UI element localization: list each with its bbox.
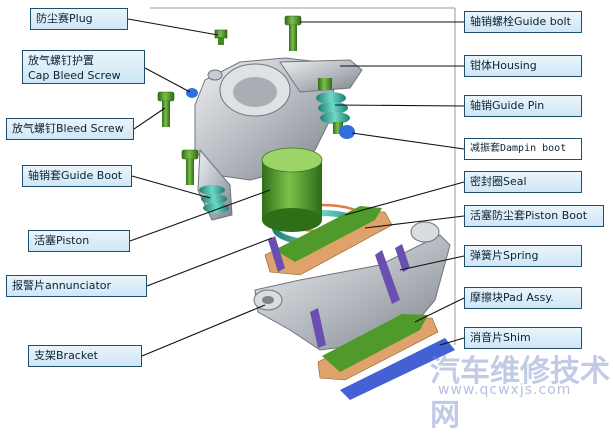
label-pad-assy: 摩擦块Pad Assy.: [464, 287, 582, 309]
plug-part: [214, 29, 228, 45]
guide-bolt-top: [284, 15, 302, 51]
shim-part: [340, 338, 455, 400]
label-guide-pin: 轴销Guide Pin: [464, 95, 582, 117]
label-guide-boot: 轴销套Guide Boot: [22, 165, 132, 187]
label-cap-bleed-screw: 放气螺钉护置 Cap Bleed Screw: [22, 50, 145, 84]
label-piston: 活塞Piston: [28, 230, 130, 252]
label-housing: 钳体Housing: [464, 55, 582, 77]
guide-bolt-mid: [181, 149, 199, 185]
label-spring: 弹簧片Spring: [464, 245, 582, 267]
label-shim: 消音片Shim: [464, 327, 582, 349]
leader-lines: [127, 18, 465, 357]
piston-part: [261, 147, 323, 232]
guide-boot-part: [199, 185, 229, 213]
cap-bleed-screw-part: [186, 88, 198, 98]
label-seal: 密封圈Seal: [464, 171, 582, 193]
guide-bolt-left: [157, 91, 175, 127]
label-annunciator: 报警片annunciator: [6, 275, 147, 297]
annunciator-part: [310, 308, 326, 348]
label-plug: 防尘赛Plug: [30, 8, 128, 30]
watermark-url: www.qcwxjs.com: [438, 382, 572, 398]
dampin-boot-part: [339, 125, 355, 139]
label-cap-bleed-screw-cn: 放气螺钉护置: [28, 54, 94, 67]
caliper-exploded-diagram: 防尘赛Plug 放气螺钉护置 Cap Bleed Screw 放气螺钉Bleed…: [6, 7, 610, 433]
label-bracket: 支架Bracket: [28, 345, 142, 367]
label-dampin-boot: 减振套Dampin boot: [464, 138, 582, 160]
spring-part: [268, 236, 410, 348]
pad-assy-outer: [317, 314, 439, 381]
label-cap-bleed-screw-en: Cap Bleed Screw: [28, 69, 121, 82]
label-guide-bolt: 轴销螺栓Guide bolt: [464, 11, 582, 33]
label-bleed-screw: 放气螺钉Bleed Screw: [6, 118, 134, 140]
label-piston-boot: 活塞防尘套Piston Boot: [464, 205, 604, 227]
diagram-artwork: [127, 7, 465, 400]
